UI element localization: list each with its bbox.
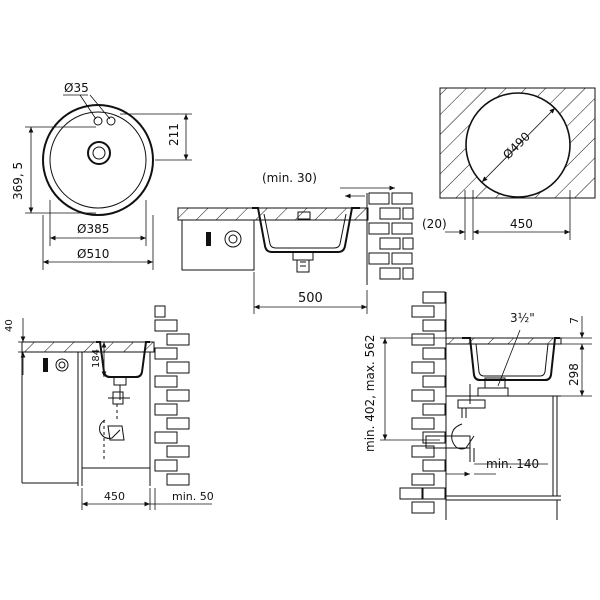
label-min-side: min. 50 — [172, 490, 214, 503]
side-install-view: min. 402, max. 562 3½" 7 298 min. 140 — [363, 291, 592, 520]
countertop-side — [445, 337, 562, 345]
label-min-140: min. 140 — [486, 457, 539, 471]
label-min-wall-gap: (min. 30) — [262, 171, 317, 185]
label-tap-hole: Ø35 — [64, 81, 89, 95]
sink-outer-circle — [42, 104, 154, 216]
cabinet-handle — [206, 232, 211, 246]
label-top-thickness: 40 — [4, 319, 15, 332]
cutout-template-view: Ø490 (20) 450 — [422, 87, 596, 240]
brick-wall-2 — [154, 305, 190, 486]
brick-wall-3 — [399, 291, 446, 514]
label-depth-298: 298 — [567, 363, 581, 386]
label-tap-offset: 211 — [167, 123, 181, 146]
overflow-knob — [224, 230, 242, 248]
label-bowl-offset: 369, 5 — [11, 162, 25, 200]
sink-bowl-circle — [49, 111, 147, 209]
plan-view: Ø35 211 369, 5 Ø385 Ø510 — [11, 81, 192, 270]
tap-hole-2 — [106, 116, 116, 126]
label-base-width: 450 — [104, 490, 125, 503]
front-install-view: 40 184 450 min. 50 — [4, 305, 214, 510]
cabinet-front — [181, 219, 255, 271]
side-section-view: (min. 30) 500 — [177, 171, 414, 314]
tap-hole-1 — [93, 116, 103, 126]
drain-fitting — [292, 251, 314, 261]
brick-wall-1 — [368, 192, 414, 280]
countertop — [177, 207, 369, 221]
label-drain-size: 3½" — [510, 311, 535, 325]
label-top-offset: 7 — [568, 317, 581, 324]
drain-outer-circle — [87, 141, 111, 165]
label-cutout-span: 450 — [510, 217, 533, 231]
countertop-front — [21, 341, 155, 353]
label-edge-gap: (20) — [422, 217, 447, 231]
drain-inner-circle — [92, 146, 106, 160]
label-height-range: min. 402, max. 562 — [363, 335, 377, 452]
label-bowl-diameter: Ø385 — [77, 222, 109, 236]
label-cabinet-width: 500 — [298, 291, 323, 306]
label-bowl-depth: 184 — [91, 349, 102, 368]
label-outer-diameter: Ø510 — [77, 247, 109, 261]
